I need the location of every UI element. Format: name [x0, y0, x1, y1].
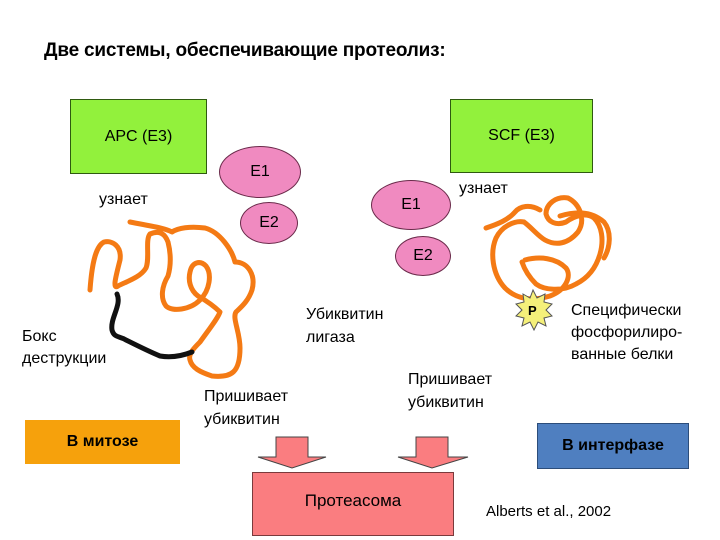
phosphate-badge-label: P [528, 303, 537, 318]
left-e2-label: E2 [259, 214, 279, 231]
left-attaches-ubiquitin-label: Пришивает убиквитин [204, 388, 289, 428]
destruction-box-segment-icon [109, 291, 195, 360]
left-e1-ellipse: E1 [219, 146, 301, 198]
right-recognizes-label: узнает [459, 180, 508, 197]
scf-e3-label: SCF (E3) [488, 127, 555, 144]
right-e1-ellipse: E1 [371, 180, 451, 230]
apc-e3-label: APC (E3) [104, 127, 173, 145]
destruction-box-label: Бокс деструкции [22, 328, 107, 367]
right-down-arrow-icon [397, 436, 469, 469]
mitosis-phase-box: В митозе [25, 420, 180, 464]
interphase-phase-label: В интерфазе [562, 437, 664, 454]
proteasome-label: Протеасома [304, 491, 402, 510]
scf-e3-box: SCF (E3) [450, 99, 593, 173]
phosphorylated-proteins-label: Специфически фосфорилиро- ванные белки [571, 302, 683, 363]
proteasome-box: Протеасома [252, 472, 454, 536]
left-protein-chain-icon [87, 219, 256, 379]
left-e2-ellipse: E2 [240, 202, 298, 244]
right-e2-ellipse: E2 [395, 236, 451, 276]
interphase-phase-box: В интерфазе [537, 423, 689, 469]
apc-e3-box: APC (E3) [70, 99, 207, 174]
left-down-arrow-icon [257, 436, 327, 469]
left-recognizes-label: узнает [99, 191, 148, 208]
right-e1-label: E1 [401, 196, 421, 213]
left-e1-label: E1 [250, 163, 270, 180]
right-e2-label: E2 [413, 247, 433, 264]
mitosis-phase-label: В митозе [66, 433, 139, 450]
page-title: Две системы, обеспечивающие протеолиз: [44, 40, 446, 61]
citation-label: Alberts et al., 2002 [486, 503, 612, 520]
right-attaches-ubiquitin-label: Пришивает убиквитин [408, 371, 493, 411]
ubiquitin-ligase-label: Убиквитин лигаза [306, 306, 384, 346]
